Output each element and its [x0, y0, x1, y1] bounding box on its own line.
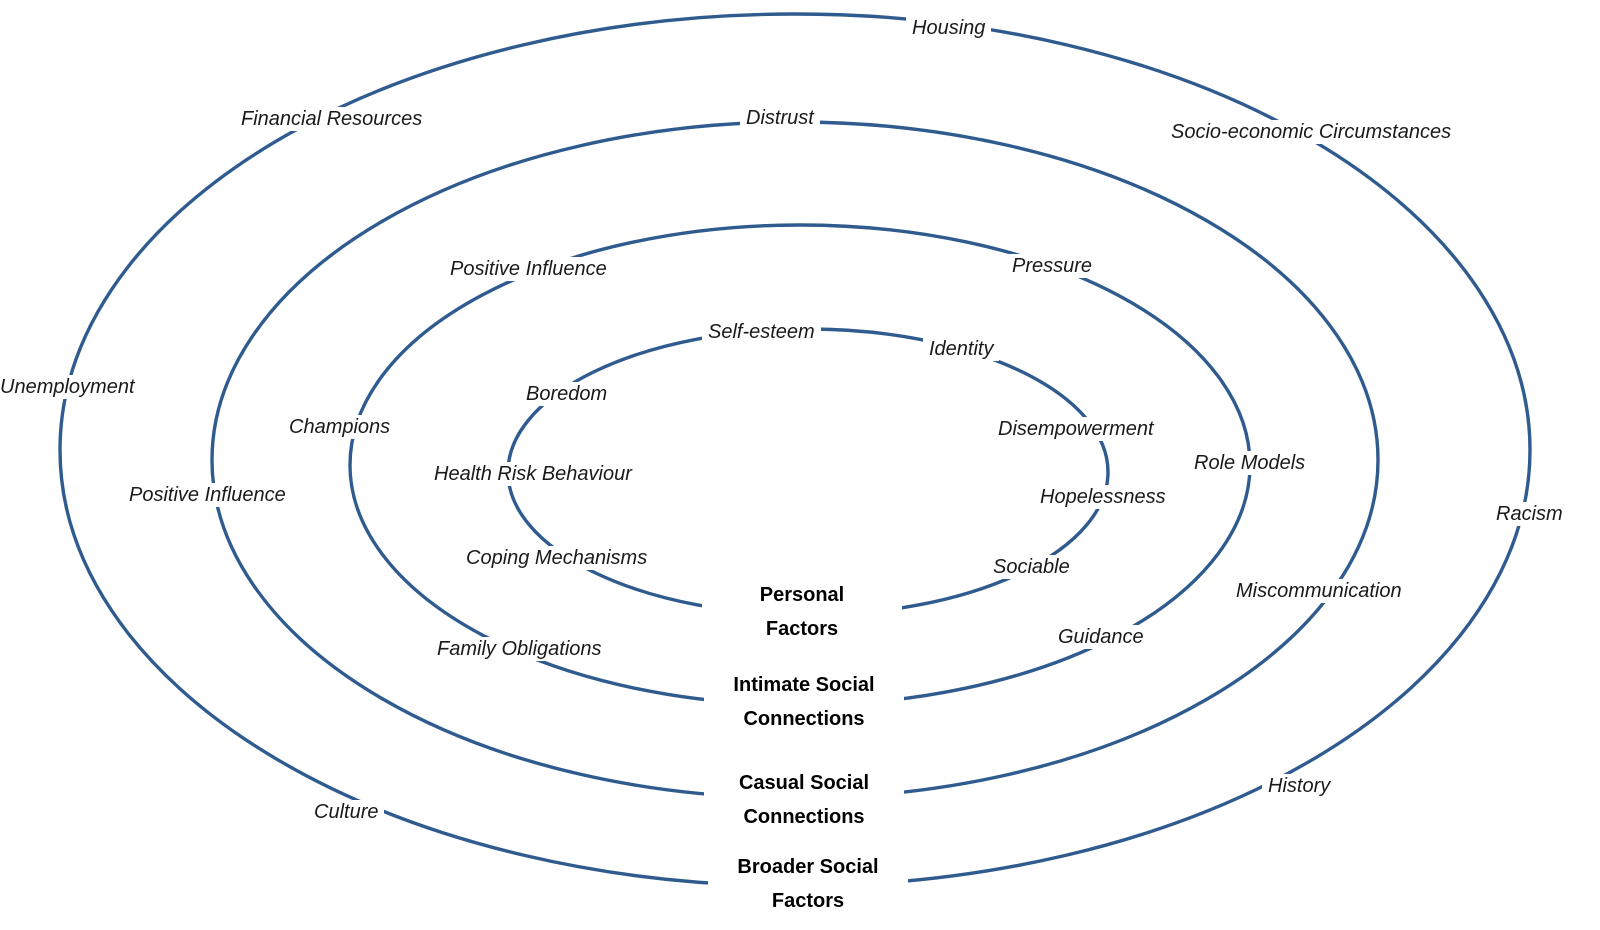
label-racism: Racism — [1490, 502, 1569, 526]
title-casual-social-connections: Casual Social Connections — [704, 766, 904, 834]
label-health-risk-behaviour: Health Risk Behaviour — [428, 462, 638, 486]
label-identity: Identity — [923, 337, 1000, 361]
label-hopelessness: Hopelessness — [1034, 485, 1172, 509]
label-positive-influence-casual: Positive Influence — [123, 483, 292, 507]
title-personal-line1: Personal — [759, 584, 845, 606]
label-disempowerment: Disempowerment — [992, 417, 1160, 441]
title-intimate-social-connections: Intimate Social Connections — [704, 668, 904, 736]
label-champions: Champions — [283, 415, 397, 439]
label-socio-economic-circumstances: Socio-economic Circumstances — [1165, 120, 1458, 144]
label-self-esteem: Self-esteem — [702, 320, 821, 344]
title-intimate-line2: Connections — [743, 708, 865, 730]
label-boredom: Boredom — [520, 382, 614, 406]
label-housing: Housing — [906, 16, 992, 40]
title-broader-line2: Factors — [771, 890, 845, 912]
label-coping-mechanisms: Coping Mechanisms — [460, 546, 654, 570]
label-distrust: Distrust — [740, 106, 820, 130]
title-broader-line1: Broader Social — [737, 856, 879, 878]
title-personal-line2: Factors — [765, 618, 839, 640]
label-role-models: Role Models — [1188, 451, 1312, 475]
title-casual-line2: Connections — [743, 806, 865, 828]
label-culture: Culture — [308, 800, 385, 824]
title-broader-social-factors: Broader Social Factors — [708, 850, 908, 918]
label-financial-resources: Financial Resources — [235, 107, 429, 131]
label-history: History — [1262, 774, 1337, 798]
ring-broader-social-factors — [58, 12, 1532, 888]
label-sociable: Sociable — [987, 555, 1076, 579]
title-personal-factors: Personal Factors — [702, 578, 902, 646]
title-casual-line1: Casual Social — [738, 772, 870, 794]
label-guidance: Guidance — [1052, 625, 1150, 649]
title-intimate-line1: Intimate Social — [733, 674, 875, 696]
label-family-obligations: Family Obligations — [431, 637, 608, 661]
label-positive-influence-intimate: Positive Influence — [444, 257, 613, 281]
label-pressure: Pressure — [1006, 254, 1099, 278]
label-unemployment: Unemployment — [0, 375, 141, 399]
label-miscommunication: Miscommunication — [1230, 579, 1408, 603]
